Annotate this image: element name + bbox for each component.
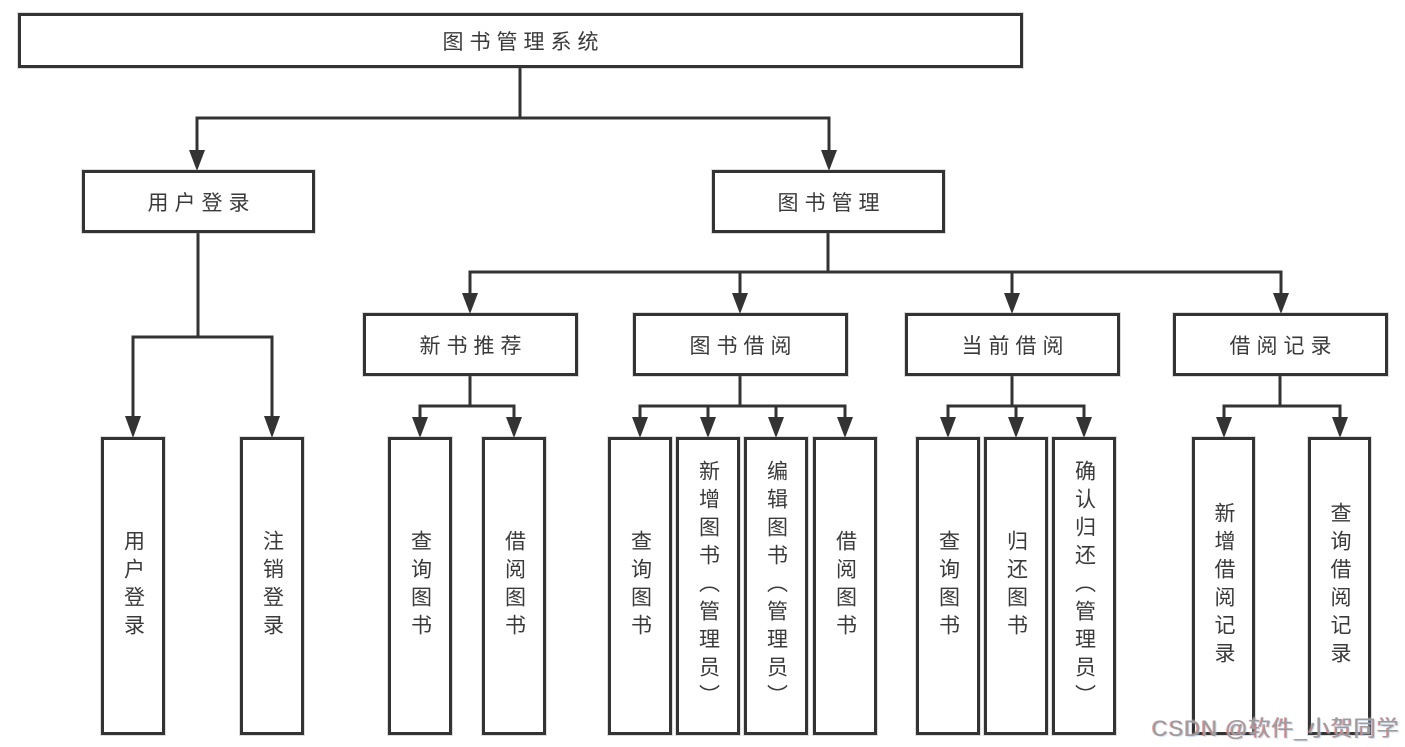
node-label: 图书管理系统 — [442, 30, 605, 54]
node-label: 当前借阅 — [961, 334, 1070, 358]
node-leaf-confirm-return-admin: 确认归还（管理员） — [1052, 437, 1116, 735]
node-label: 借阅记录 — [1229, 334, 1338, 358]
node-label: 用户登录 — [121, 530, 145, 642]
connector-book-management-children — [468, 231, 1283, 297]
node-leaf-borrow-books-2: 借阅图书 — [813, 437, 877, 735]
arrowhead-icon — [1076, 417, 1092, 438]
node-leaf-borrow-books-1: 借阅图书 — [482, 437, 546, 735]
node-new-book-recommend: 新书推荐 — [363, 313, 578, 376]
arrowhead-icon — [1216, 417, 1232, 438]
node-library-management-system: 图书管理系统 — [18, 13, 1023, 68]
node-leaf-query-books-3: 查询图书 — [916, 437, 980, 735]
csdn-watermark: CSDN @软件_小贺同学 — [1151, 716, 1400, 741]
arrowhead-icon — [821, 150, 837, 171]
node-label: 借阅图书 — [833, 530, 857, 642]
node-label: 新增图书（管理员） — [696, 460, 720, 712]
connector-user-login-children — [131, 231, 274, 420]
node-label: 用户登录 — [147, 191, 256, 215]
node-label: 查询图书 — [936, 530, 960, 642]
node-label: 编辑图书（管理员） — [764, 460, 788, 712]
arrowhead-icon — [1008, 417, 1024, 438]
node-label: 借阅图书 — [502, 530, 526, 642]
node-book-borrowing: 图书借阅 — [633, 313, 848, 376]
node-leaf-edit-books-admin: 编辑图书（管理员） — [744, 437, 808, 735]
arrowhead-icon — [412, 417, 428, 438]
node-label: 新书推荐 — [419, 334, 528, 358]
connector-root-to-level1 — [195, 66, 831, 154]
arrowhead-icon — [1273, 293, 1289, 314]
node-label: 确认归还（管理员） — [1072, 460, 1096, 712]
arrowhead-icon — [700, 417, 716, 438]
node-leaf-query-books-1: 查询图书 — [388, 437, 452, 735]
node-label: 查询借阅记录 — [1328, 502, 1351, 670]
connector-book-borrowing-children — [638, 374, 847, 421]
arrowhead-icon — [1004, 293, 1020, 314]
node-leaf-user-login: 用户登录 — [101, 437, 165, 735]
node-borrowing-records: 借阅记录 — [1173, 313, 1388, 376]
node-user-login: 用户登录 — [82, 170, 315, 233]
node-label: 查询图书 — [628, 530, 652, 642]
node-label: 图书借阅 — [689, 334, 798, 358]
node-label: 查询图书 — [408, 530, 432, 642]
arrowhead-icon — [940, 417, 956, 438]
node-label: 注销登录 — [260, 530, 284, 642]
node-label: 图书管理 — [777, 191, 886, 215]
connector-borrowing-records-children — [1222, 374, 1342, 421]
node-leaf-query-borrow-record: 查询借阅记录 — [1308, 437, 1371, 735]
arrowhead-icon — [125, 416, 141, 438]
arrowhead-icon — [189, 150, 205, 171]
arrowhead-icon — [837, 417, 853, 438]
node-label: 新增借阅记录 — [1212, 502, 1235, 670]
arrowhead-icon — [1332, 417, 1348, 438]
node-leaf-return-books: 归还图书 — [984, 437, 1048, 735]
node-leaf-add-borrow-record: 新增借阅记录 — [1192, 437, 1255, 735]
arrowhead-icon — [462, 293, 478, 314]
arrowhead-icon — [732, 293, 748, 314]
node-book-management: 图书管理 — [712, 170, 945, 233]
node-leaf-add-books-admin: 新增图书（管理员） — [676, 437, 740, 735]
connector-new-book-children — [418, 374, 516, 421]
node-current-borrowing: 当前借阅 — [905, 313, 1120, 376]
arrowhead-icon — [632, 417, 648, 438]
arrowhead-icon — [768, 417, 784, 438]
node-leaf-query-books-2: 查询图书 — [608, 437, 672, 735]
arrowhead-icon — [506, 417, 522, 438]
arrowhead-icon — [264, 416, 280, 438]
node-label: 归还图书 — [1004, 530, 1028, 642]
node-leaf-logout: 注销登录 — [240, 437, 304, 735]
connector-current-borrowing-children — [946, 374, 1086, 421]
